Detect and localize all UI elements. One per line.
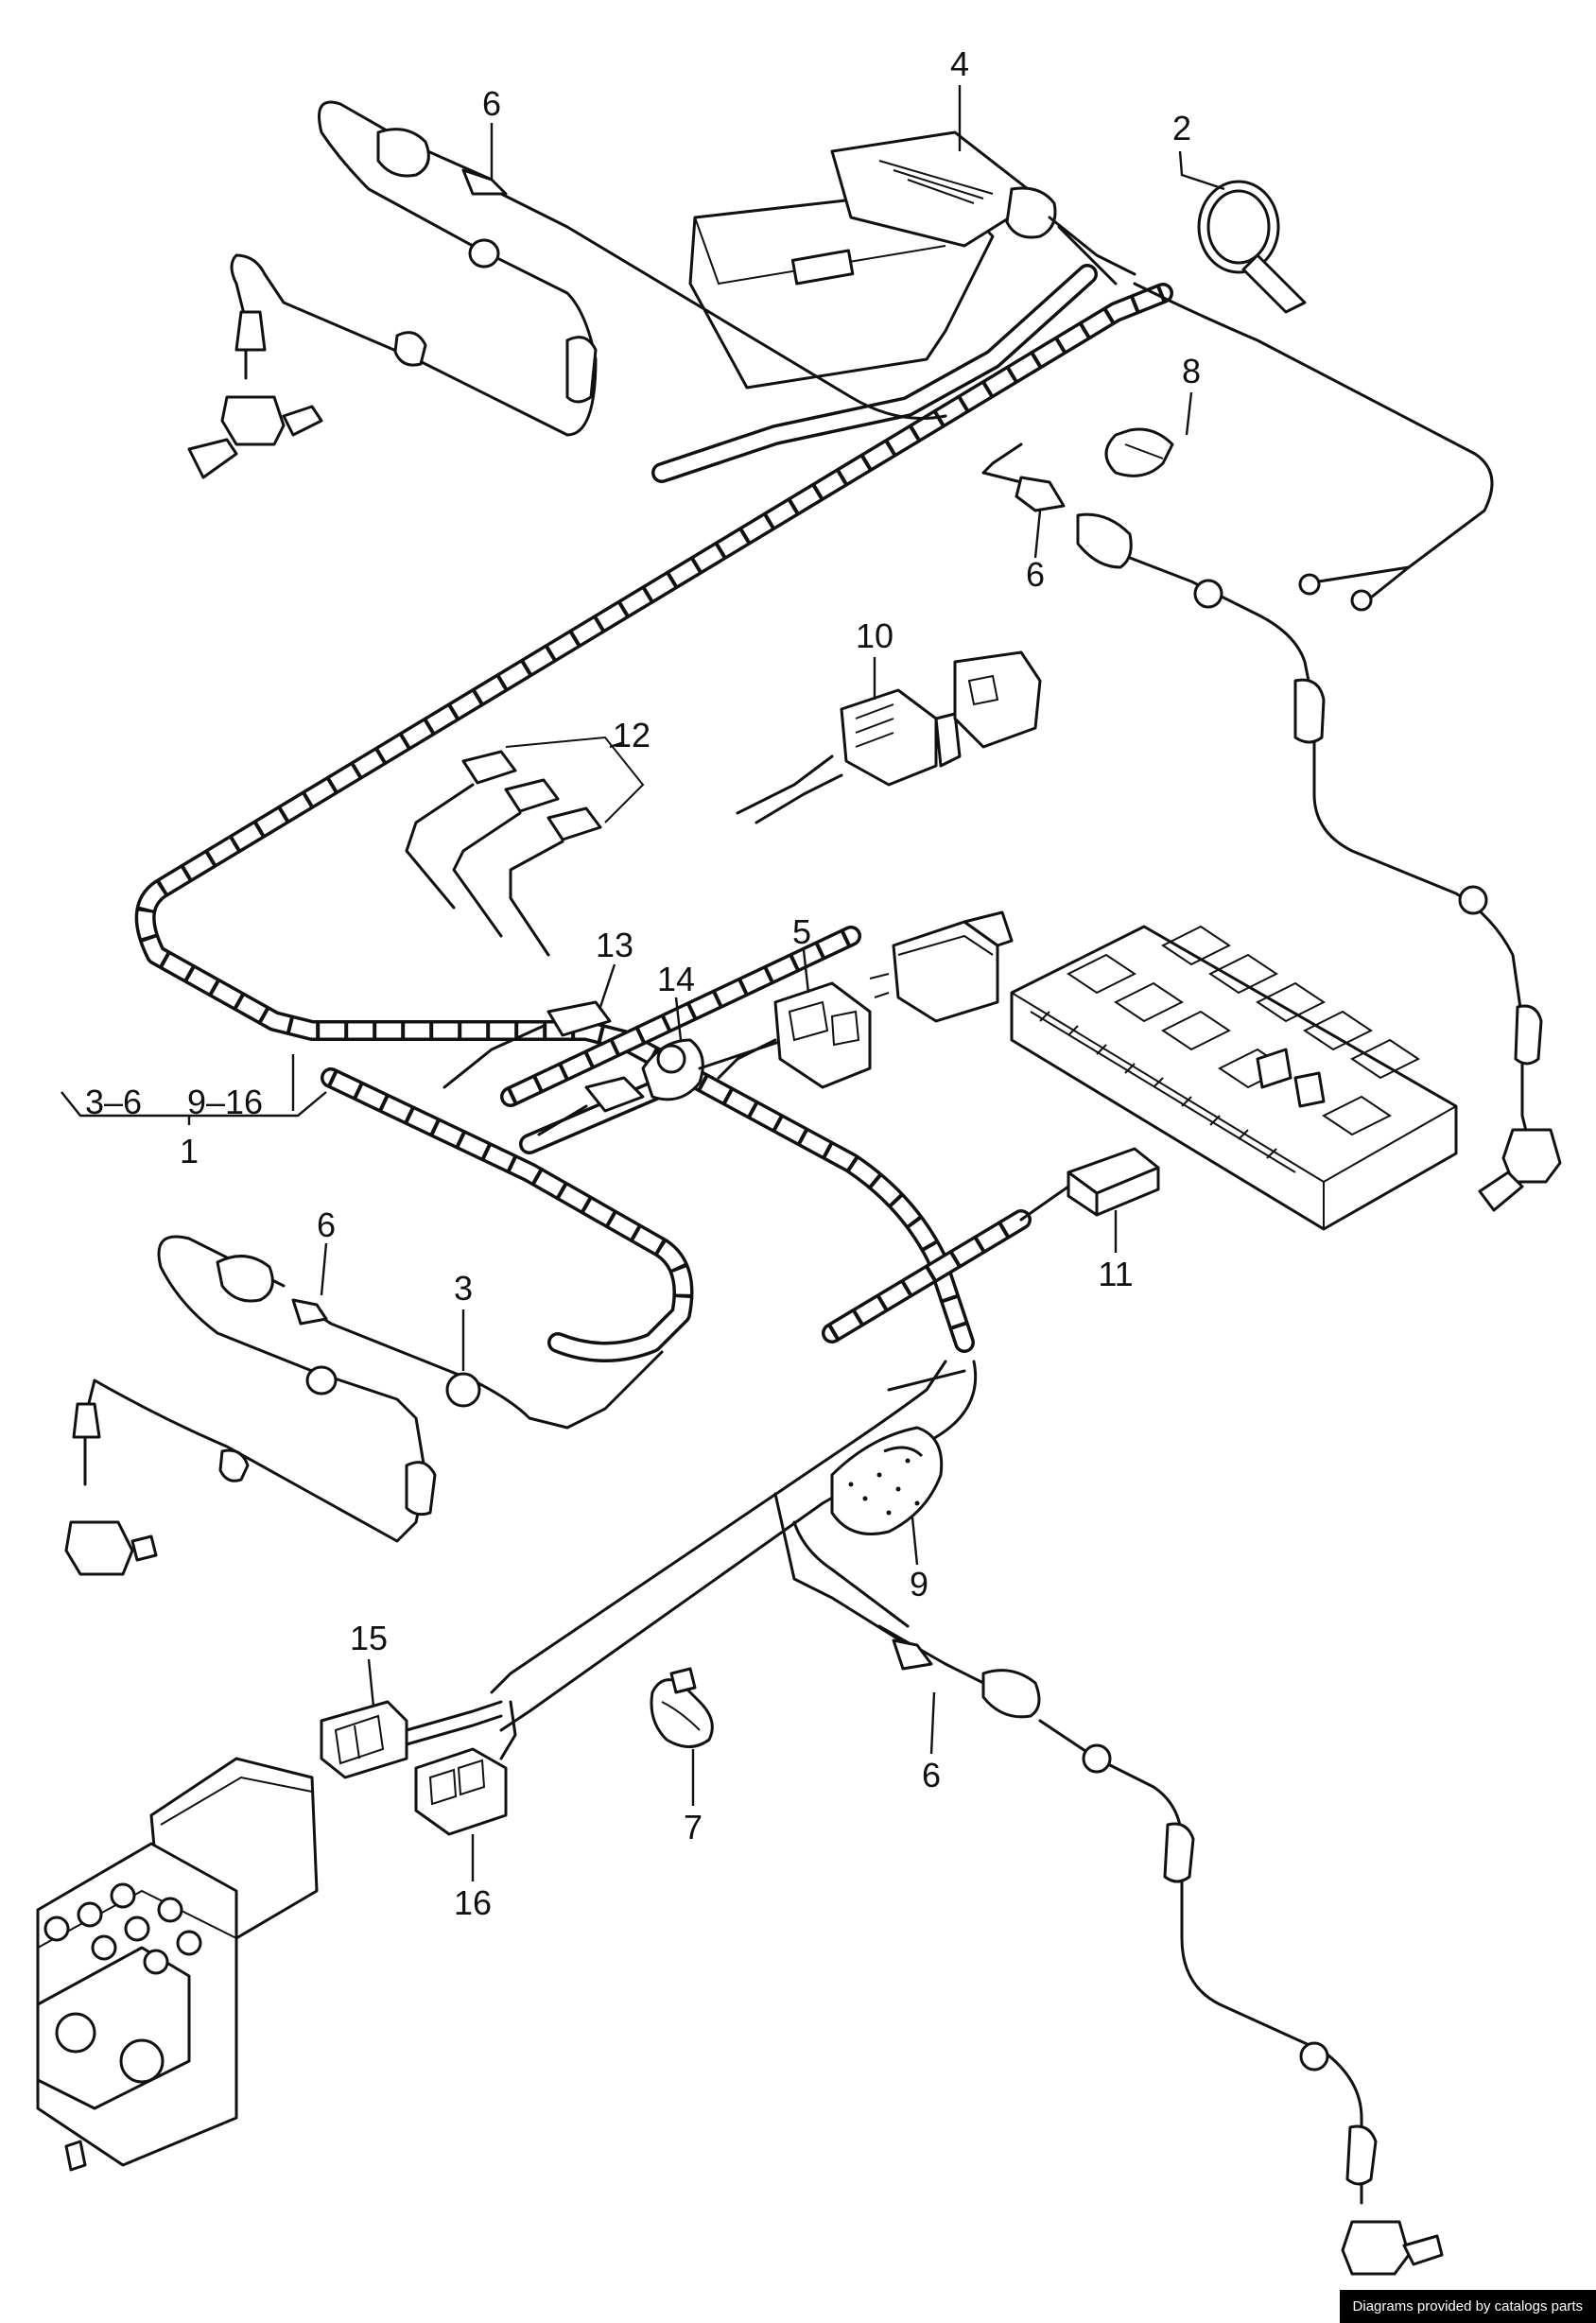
wheel-speed-sensor-front-right [981, 442, 1562, 1212]
callout-7: 7 [684, 1808, 703, 1846]
grommet-part-9 [830, 1426, 944, 1535]
callout-12: 12 [613, 716, 651, 754]
callout-6-bottom: 6 [922, 1756, 941, 1794]
wheel-speed-sensor-rear-left [64, 1235, 664, 1576]
relay-part-5 [869, 910, 1014, 1023]
callout-2: 2 [1172, 109, 1191, 147]
connector-part-15 [320, 1700, 503, 1779]
callout-5: 5 [792, 912, 811, 951]
callout-4: 4 [950, 44, 969, 83]
callout-10: 10 [856, 616, 893, 655]
callout-16: 16 [454, 1883, 492, 1922]
callout-8: 8 [1182, 352, 1201, 390]
callout-11: 11 [1098, 1255, 1133, 1293]
wheel-speed-sensor-rear-right [877, 1624, 1444, 2276]
callout-9: 9 [910, 1565, 928, 1604]
callout-numbers: 4 2 6 8 6 10 12 13 14 5 11 6 3 9 15 6 7 … [85, 44, 1201, 1922]
abs-control-module-part-4 [688, 130, 1136, 390]
group-range-3-6: 3–6 [85, 1083, 142, 1121]
callout-6-left: 6 [317, 1205, 336, 1244]
callout-14: 14 [657, 960, 695, 998]
callout-15: 15 [350, 1619, 388, 1657]
callout-6-top: 6 [482, 84, 501, 123]
group-range-9-16: 9–16 [187, 1083, 263, 1121]
switch-connector-part-10 [736, 650, 1042, 824]
callout-3: 3 [454, 1269, 473, 1308]
diagram-credit: Diagrams provided by catalogs parts [1339, 2290, 1596, 2323]
connector-part-13 [442, 1000, 612, 1089]
connector-part-11 [1019, 1147, 1160, 1222]
abs-hydraulic-unit [36, 1757, 319, 2172]
connector-part-16 [414, 1700, 517, 1836]
abs-unit-trunk-cable [490, 1360, 978, 1732]
cable-tie-part-2 [1133, 180, 1494, 612]
fuse-relay-panel [1010, 925, 1458, 1231]
main-wiring-harness [134, 264, 1173, 1362]
callout-13: 13 [596, 926, 633, 964]
relay-socket-part-5 [717, 981, 872, 1089]
clip-part-8 [1104, 427, 1174, 477]
clip-part-7 [650, 1667, 714, 1748]
callout-1: 1 [180, 1132, 199, 1170]
callout-leaders [61, 85, 1225, 1881]
callout-6-right: 6 [1026, 555, 1045, 594]
wheel-speed-sensor-front-left [187, 100, 947, 479]
connectors-part-12 [405, 736, 645, 957]
